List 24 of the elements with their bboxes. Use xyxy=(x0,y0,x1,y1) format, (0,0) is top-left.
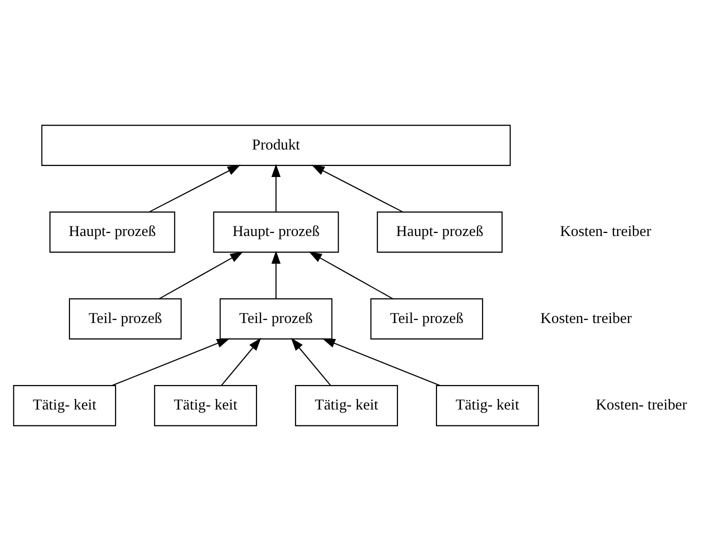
node-box: Teil- prozeß xyxy=(370,298,483,340)
node-box: Haupt- prozeß xyxy=(376,212,502,253)
node-box: Haupt- prozeß xyxy=(48,212,175,253)
node-box: Teil- prozeß xyxy=(219,298,332,340)
arrow xyxy=(308,252,393,300)
node-box: Produkt xyxy=(40,124,510,166)
label: Kosten- treiber xyxy=(559,223,651,240)
arrow xyxy=(322,338,440,386)
node-box: Tätig- keit xyxy=(154,385,257,426)
arrow xyxy=(158,252,243,300)
arrow xyxy=(111,338,230,386)
arrow xyxy=(270,250,280,299)
arrow xyxy=(290,338,330,386)
node-box: Tätig- keit xyxy=(294,385,398,426)
arrow xyxy=(148,164,240,213)
node-box: Tätig- keit xyxy=(12,385,116,426)
node-box: Teil- prozeß xyxy=(68,298,182,340)
node-box: Haupt- prozeß xyxy=(212,212,338,253)
label: Kosten- treiber xyxy=(595,396,687,414)
label: Kosten- treiber xyxy=(540,310,632,327)
arrow xyxy=(220,338,261,386)
arrow xyxy=(310,164,403,213)
arrow xyxy=(270,164,280,212)
node-box: Tätig- keit xyxy=(435,385,538,426)
